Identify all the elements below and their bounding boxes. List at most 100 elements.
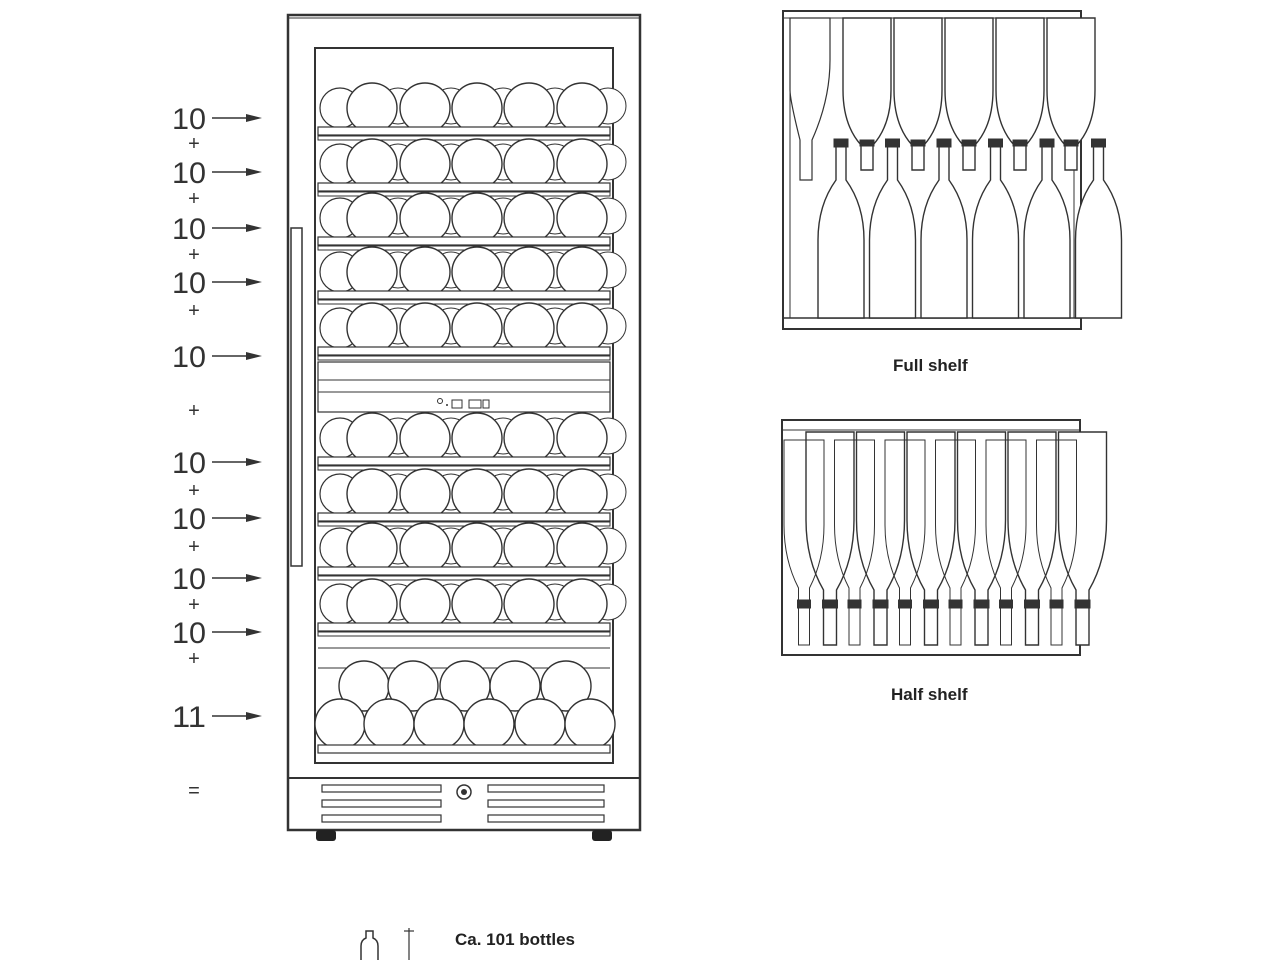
shelf-arrow-head [246, 458, 262, 466]
bottle-end [556, 302, 608, 354]
ventilation-grille [321, 784, 605, 823]
bottle-end [556, 138, 608, 190]
shelf-row [317, 412, 627, 471]
bottle-end [399, 192, 451, 244]
bottle-end [503, 82, 555, 134]
half-shelf-diagram [781, 419, 1108, 656]
shelf-operator: + [188, 536, 200, 558]
bottle-inverted [893, 17, 943, 171]
shelf-operator: + [188, 244, 200, 266]
shelf-row [317, 302, 627, 361]
shelf-row [317, 468, 627, 527]
left-foot [316, 830, 336, 841]
shelf-rail [317, 236, 611, 246]
bottle-inverted [805, 431, 855, 646]
bottle-label-band [999, 599, 1013, 609]
bottle-inverted [906, 431, 956, 646]
bottle-label-band [923, 599, 939, 609]
bottle-inverted [1057, 431, 1108, 646]
bottle-inverted [855, 431, 906, 646]
shelf-row [317, 82, 627, 141]
bottle-end [556, 192, 608, 244]
bottle-back [1036, 439, 1077, 646]
bottle-end [540, 660, 592, 712]
bottle-end [451, 412, 503, 464]
shelf-arrow-head [246, 628, 262, 636]
shelf-rail-lower [317, 575, 611, 581]
shelf-arrow-head [246, 114, 262, 122]
shelf-rail-lower [317, 299, 611, 305]
bottle-end [346, 412, 398, 464]
bottle-cap [988, 138, 1003, 148]
bottle-back [935, 439, 976, 646]
bottle-upright [1023, 144, 1071, 319]
shelf-operator: + [188, 300, 200, 322]
bottle-label-band [1049, 599, 1064, 609]
full-shelf-caption: Full shelf [893, 356, 968, 375]
shelf-rail [317, 622, 611, 632]
bottle-end [556, 412, 608, 464]
bottle-end [363, 698, 415, 750]
vent-slat [487, 799, 605, 808]
shelf-operator: + [188, 400, 200, 422]
bottle-upright [920, 144, 968, 319]
bottle-label-band [973, 599, 990, 609]
bottle-end [314, 698, 366, 750]
bottle-end [503, 192, 555, 244]
bottle-end [451, 522, 503, 574]
bottle-back [985, 439, 1027, 646]
bottle-end [346, 578, 398, 630]
shelf-rail-lower [317, 631, 611, 637]
bottle-label-band [1063, 139, 1079, 147]
bottle-end [514, 698, 566, 750]
wine-cooler-front-view [286, 13, 642, 841]
shelf-rail [317, 290, 611, 300]
bottle-end [399, 578, 451, 630]
digit-display-icon [482, 399, 490, 409]
bottle-end [503, 468, 555, 520]
bottle-end [451, 302, 503, 354]
bottle-end [399, 82, 451, 134]
shelf-count-5: 10 [172, 341, 206, 374]
shelf-rail [317, 126, 611, 136]
bottle-end [346, 82, 398, 134]
shelf-count-annotations: 10+10+10+10+10+10+10+10+10+11= [172, 103, 262, 802]
bottle-end [503, 522, 555, 574]
bottle-label-band [859, 139, 875, 147]
bottle-inverted [995, 17, 1045, 171]
shelf-operator: = [188, 780, 200, 802]
shelf-rail [317, 512, 611, 522]
bottle-upright [868, 144, 917, 319]
bottle-cap [833, 138, 849, 148]
shelf-row [317, 522, 627, 581]
bottle-end [489, 660, 541, 712]
shelf-operator: + [188, 594, 200, 616]
shelf-count-3: 10 [172, 213, 206, 246]
bottle-end [556, 468, 608, 520]
bottle-end [399, 138, 451, 190]
temp-button-icon [451, 399, 463, 409]
shelf-row [317, 138, 627, 197]
shelf-rail [317, 346, 611, 356]
shelf-row [317, 192, 627, 251]
bottle-end [387, 660, 439, 712]
shelf-count-10: 11 [172, 701, 206, 734]
bottle-end [346, 138, 398, 190]
shelf-arrow-head [246, 278, 262, 286]
bottle-label-band [910, 139, 926, 147]
full-shelf-diagram [782, 10, 1123, 330]
bottle-end [556, 522, 608, 574]
bottle-end [399, 302, 451, 354]
power-button-icon [437, 398, 443, 404]
bottle-inverted [956, 431, 1007, 646]
right-foot [592, 830, 612, 841]
bottle-end [451, 138, 503, 190]
shelf-count-1: 10 [172, 103, 206, 136]
bottle-cap [1039, 138, 1055, 148]
bottle-icon [360, 928, 414, 960]
shelf-count-8: 10 [172, 563, 206, 596]
bottle-partial [789, 17, 831, 181]
bottle-end [346, 302, 398, 354]
light-button-icon [468, 399, 482, 409]
shelf-arrow-head [246, 712, 262, 720]
